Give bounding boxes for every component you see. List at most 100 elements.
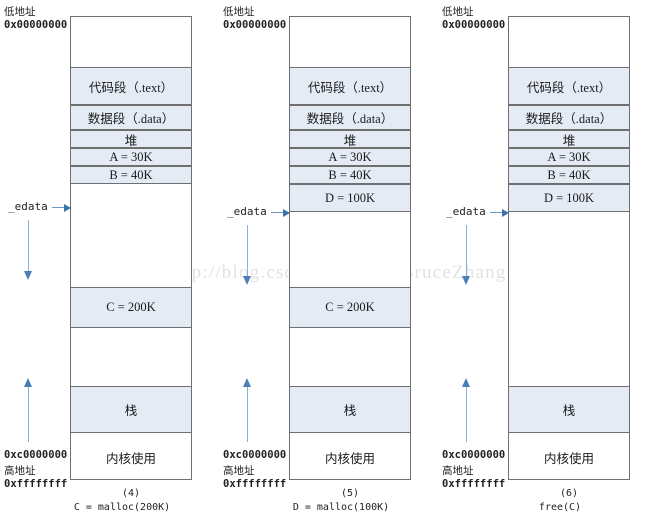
memory-segment: C = 200K: [290, 287, 410, 328]
memory-segment-label: C = 200K: [106, 300, 156, 314]
memory-segment: 数据段（.data）: [71, 105, 191, 130]
memory-segment: 栈: [71, 386, 191, 433]
kernel-boundary-address-label: 0xc0000000: [4, 449, 67, 462]
memory-segment: A = 30K: [509, 148, 629, 166]
memory-segment-label: A = 30K: [547, 149, 591, 164]
memory-segment-label: 代码段（.text）: [88, 80, 174, 95]
memory-segment: A = 30K: [290, 148, 410, 166]
edata-label: _edata: [446, 205, 486, 218]
column-caption: (4)C = malloc(200K): [70, 487, 192, 514]
high-address-hex: 0xffffffff: [4, 478, 68, 491]
memory-segment-label: 内核使用: [324, 451, 375, 466]
memory-segment-label: 代码段（.text）: [526, 80, 612, 95]
caption-text: C = malloc(200K): [73, 501, 171, 513]
memory-segment: 内核使用: [290, 433, 410, 481]
memory-segment: 堆: [509, 130, 629, 148]
memory-segment-label: C = 200K: [325, 300, 375, 314]
edata-label: _edata: [8, 200, 48, 213]
memory-segment-label: 栈: [343, 404, 357, 418]
memory-segment-label: 内核使用: [543, 451, 594, 466]
low-address-cn: 低地址: [442, 7, 474, 18]
memory-segment: B = 40K: [509, 166, 629, 184]
memory-segment-label: D = 100K: [324, 190, 376, 205]
high-address-cn: 高地址: [442, 466, 474, 477]
memory-segment-label: D = 100K: [543, 190, 595, 205]
memory-segment: D = 100K: [509, 184, 629, 212]
memory-segment: 内核使用: [71, 433, 191, 481]
memory-segment-label: 数据段（.data）: [87, 112, 175, 126]
high-address-hex: 0xffffffff: [223, 478, 287, 491]
memory-segment-label: 数据段（.data）: [306, 112, 394, 126]
memory-segment-label: 内核使用: [105, 451, 156, 466]
memory-segment-label: 堆: [562, 133, 576, 148]
heap-growth-down-arrow-icon: [243, 225, 251, 285]
memory-segment-label: A = 30K: [328, 149, 372, 164]
memory-segment-label: 栈: [562, 404, 576, 418]
memory-segment-label: 数据段（.data）: [525, 112, 613, 126]
caption-text: D = malloc(100K): [292, 501, 390, 513]
memory-segment: 内核使用: [509, 433, 629, 481]
kernel-boundary-address-label: 0xc0000000: [442, 449, 505, 462]
memory-segment: B = 40K: [71, 166, 191, 184]
kernel-boundary-address-hex: 0xc0000000: [4, 449, 68, 461]
edata-pointer-arrow-icon: [490, 208, 509, 217]
kernel-boundary-address-hex: 0xc0000000: [442, 449, 506, 461]
high-address-hex: 0xffffffff: [442, 478, 506, 491]
memory-segment-label: B = 40K: [109, 167, 153, 182]
low-address-cn: 低地址: [4, 7, 36, 18]
memory-segment: 代码段（.text）: [509, 67, 629, 105]
memory-segment: 数据段（.data）: [509, 105, 629, 130]
memory-segment-empty: [290, 212, 410, 287]
memory-segment-empty: [509, 17, 629, 67]
kernel-boundary-address-label: 0xc0000000: [223, 449, 286, 462]
memory-segment: 栈: [509, 386, 629, 433]
caption-number: (5): [340, 488, 360, 499]
memory-segment-label: A = 30K: [109, 149, 153, 164]
memory-segment: C = 200K: [71, 287, 191, 328]
edata-pointer-arrow-icon: [52, 203, 71, 212]
memory-segment: 堆: [290, 130, 410, 148]
caption-number: (6): [559, 488, 579, 499]
memory-segment: 代码段（.text）: [290, 67, 410, 105]
stack-growth-up-arrow-icon: [24, 378, 32, 442]
heap-growth-down-arrow-icon: [462, 225, 470, 285]
memory-segment: 栈: [290, 386, 410, 433]
memory-segment: D = 100K: [290, 184, 410, 212]
heap-growth-down-arrow-icon: [24, 220, 32, 280]
memory-segment: 数据段（.data）: [290, 105, 410, 130]
column-caption: (6) free(C): [508, 487, 630, 514]
memory-segment-label: 堆: [124, 133, 138, 148]
caption-text: free(C): [538, 501, 582, 513]
memory-segment-empty: [290, 17, 410, 67]
memory-segment: B = 40K: [290, 166, 410, 184]
memory-segment-empty: [71, 328, 191, 386]
high-address-cn: 高地址: [223, 466, 255, 477]
memory-segment-empty: [71, 184, 191, 287]
memory-segment-empty: [509, 212, 629, 386]
memory-segment-empty: [290, 328, 410, 386]
low-address-hex: 0x00000000: [223, 19, 287, 32]
low-address-cn: 低地址: [223, 7, 255, 18]
memory-segment-label: B = 40K: [547, 167, 591, 182]
high-address-cn: 高地址: [4, 466, 36, 477]
memory-segment-label: B = 40K: [328, 167, 372, 182]
edata-pointer-arrow-icon: [271, 208, 290, 217]
column-caption: (5) D = malloc(100K): [289, 487, 411, 514]
memory-segment-label: 代码段（.text）: [307, 80, 393, 95]
memory-segment-label: 堆: [343, 133, 357, 148]
edata-label: _edata: [227, 205, 267, 218]
low-address-hex: 0x00000000: [4, 19, 68, 32]
memory-segment: A = 30K: [71, 148, 191, 166]
